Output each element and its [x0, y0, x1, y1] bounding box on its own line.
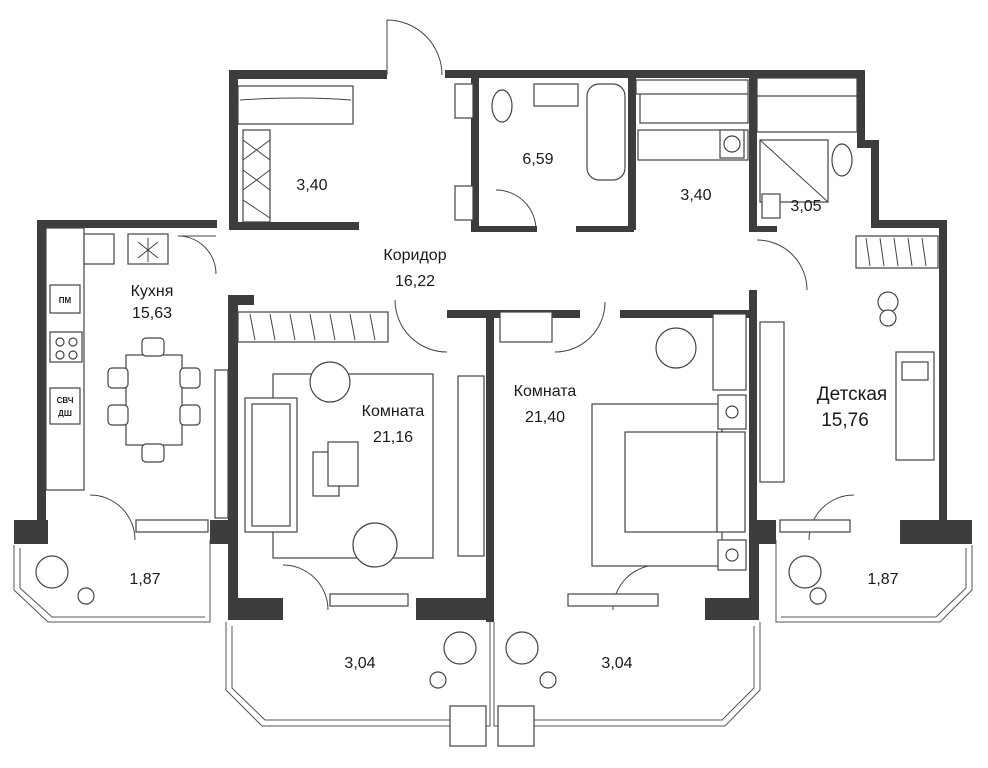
bathroom-fixtures	[454, 83, 853, 221]
storage-left-area: 3,40	[296, 177, 327, 194]
room-left-area: 21,16	[373, 429, 413, 446]
kitchen-area: 15,63	[132, 305, 172, 322]
room-mid-name: Комната	[514, 383, 577, 400]
walls	[14, 70, 972, 622]
balcony-outlines	[13, 540, 973, 727]
microwave-label: СВЧ	[57, 396, 74, 405]
room-labels: 3,40 Коридор 16,22 6,59 3,40 3,05 Кухня …	[129, 151, 898, 672]
kitchen-name: Кухня	[131, 283, 174, 300]
storage-mid-area: 3,40	[680, 187, 711, 204]
loggia-left-area: 3,04	[344, 655, 375, 672]
corridor-area: 16,22	[395, 273, 435, 290]
room-mid-furniture	[567, 327, 747, 607]
balcony-right-area: 1,87	[867, 571, 898, 588]
room-mid-area: 21,40	[525, 409, 565, 426]
appliance-labels: ПМ СВЧ ДШ	[49, 284, 81, 425]
balcony-furniture	[35, 519, 827, 747]
room-left-name: Комната	[362, 403, 425, 420]
balcony-left-area: 1,87	[129, 571, 160, 588]
kitchen-furniture	[45, 227, 229, 519]
wc-area: 3,05	[790, 198, 821, 215]
room-left-furniture	[244, 361, 485, 607]
kids-room-name: Детская	[817, 384, 887, 405]
kids-room-furniture	[759, 291, 935, 533]
kids-room-area: 15,76	[821, 410, 869, 431]
dishwasher-label: ПМ	[59, 296, 72, 305]
bathroom-area: 6,59	[522, 151, 553, 168]
oven-label: ДШ	[58, 409, 72, 418]
corridor-name: Коридор	[383, 247, 446, 264]
loggia-right-area: 3,04	[601, 655, 632, 672]
